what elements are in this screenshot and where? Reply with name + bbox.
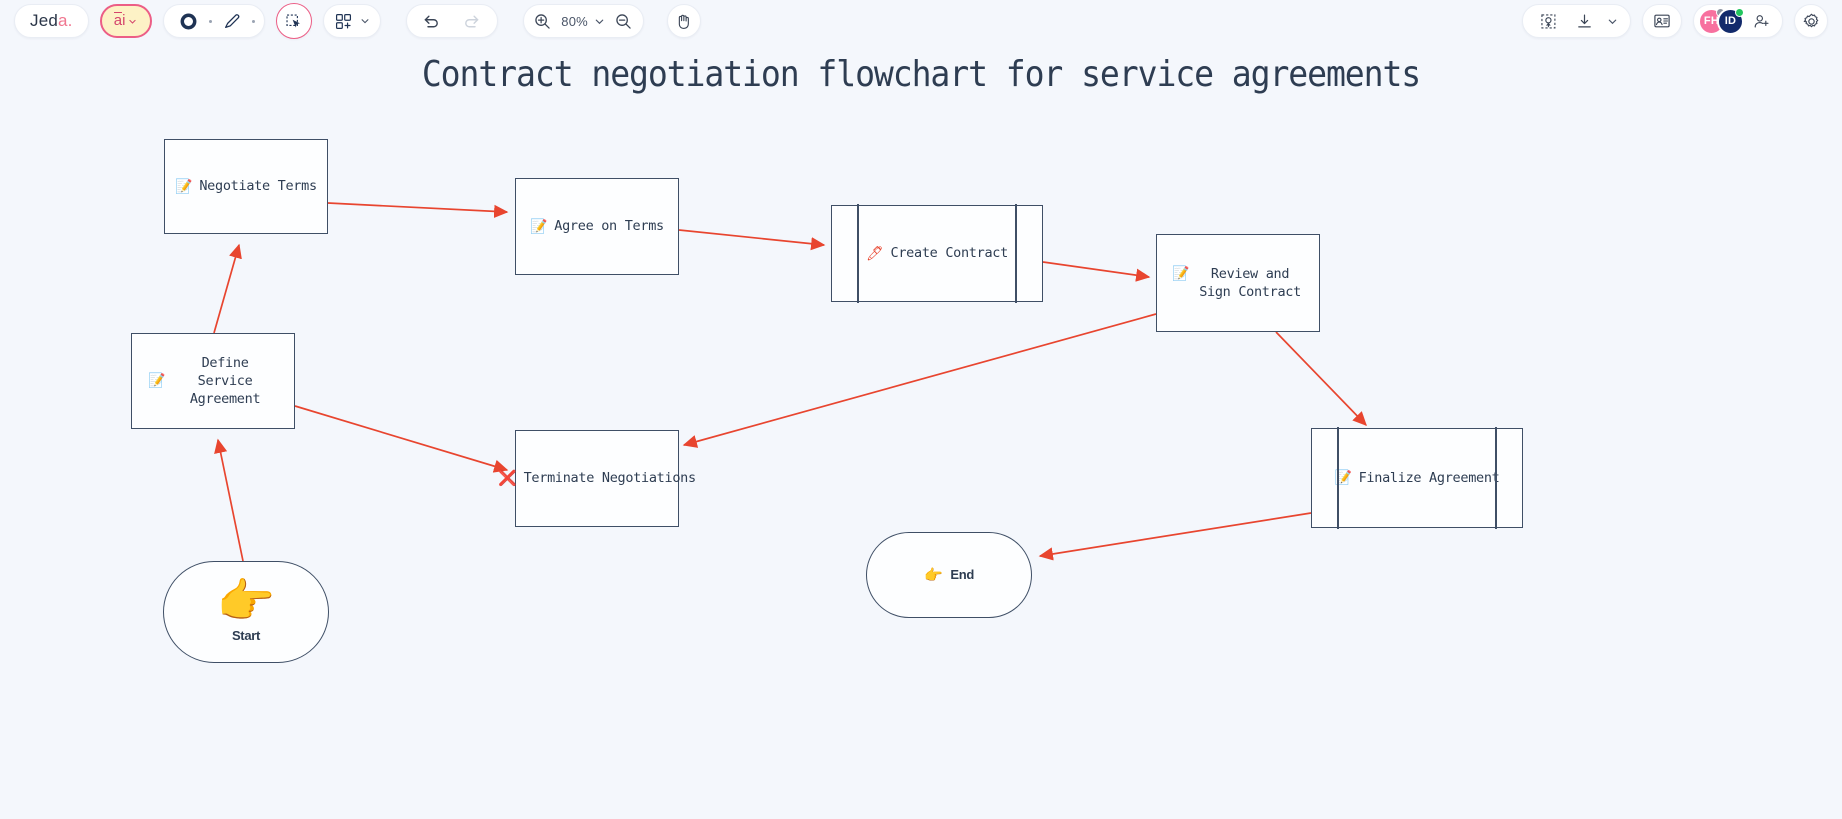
pen-nib-icon: 🖊 [866,245,884,262]
select-cursor-icon [286,13,301,28]
gear-icon [1803,13,1818,27]
undo-button[interactable] [419,4,445,38]
pointing-hand-icon: 👉 [923,565,943,584]
settings-button[interactable] [1794,4,1828,38]
add-user-button[interactable] [1748,4,1774,38]
zoom-in-icon [535,13,550,29]
tool-separator-dot-2 [251,19,255,23]
export-group [1522,4,1631,38]
edge-define-negotiate [213,243,242,334]
snapshot-button[interactable] [1535,4,1561,38]
ai-label: ai [113,11,126,29]
flow-node-agree-on-terms[interactable]: 📝 Agree on Terms [515,178,679,275]
chevron-down-icon[interactable] [594,16,605,27]
flow-node-create-contract[interactable]: 🖊 Create Contract [831,204,1043,303]
hand-pan-icon [678,14,689,29]
chevron-down-icon [361,19,369,24]
edge-agree-create [678,229,826,251]
zoom-controls: 80% [522,4,644,38]
collaborators-group: FH ID [1693,4,1783,38]
templates-button[interactable] [322,4,381,38]
flow-node-review-and-sign-contract[interactable]: 📝 Review and Sign Contract [1156,234,1320,332]
tool-separator-dot [208,19,212,23]
avatar[interactable]: ID [1717,7,1744,35]
node-label: Agree on Terms [554,218,664,235]
pen-icon [224,14,239,28]
add-user-icon [1754,14,1769,28]
edge-define-terminate [294,405,509,473]
node-label: Define Service Agreement [189,354,261,408]
logo-accent: a. [58,11,73,30]
node-label: Terminate Negotiations [523,470,697,487]
grid-add-icon [335,13,351,29]
edge-start-define [214,438,244,562]
present-card-icon [1654,14,1670,28]
node-label: Negotiate Terms [199,178,317,195]
circle-shape-icon [180,13,197,29]
download-icon [1577,14,1591,27]
flow-node-start[interactable]: 👉 Start [163,561,329,663]
ai-assistant-button[interactable]: ai [99,4,152,38]
page-title: Contract negotiation flowchart for servi… [421,54,1421,95]
draw-tools-group [162,4,265,38]
node-label: Finalize Agreement [1358,469,1500,486]
zoom-out-button[interactable] [611,4,637,38]
edge-negotiate-agree [327,202,509,218]
zoom-out-icon [616,13,631,29]
zoom-level-value: 80% [561,13,588,29]
node-label: Start [231,627,261,643]
edge-review-terminate [682,313,1157,448]
flow-node-define-service-agreement[interactable]: 📝 Define Service Agreement [131,333,295,429]
avatar-initials: ID [1724,15,1737,27]
flow-node-end[interactable]: 👉 End [866,532,1032,618]
zoom-in-button[interactable] [530,4,556,38]
flow-node-terminate-negotiations[interactable]: ❌ Terminate Negotiations [498,430,696,527]
node-label: End [950,567,975,583]
shape-tool-button[interactable] [172,4,206,38]
logo-text: Jed [30,11,59,30]
select-tool-button[interactable] [275,3,312,39]
cross-mark-icon: ❌ [498,469,517,487]
flow-node-finalize-agreement[interactable]: 📝 Finalize Agreement [1311,427,1523,529]
memo-icon: 📝 [1172,265,1190,282]
edge-review-finalize [1275,331,1367,426]
edge-create-review [1042,261,1151,282]
flow-node-negotiate-terms[interactable]: 📝 Negotiate Terms [164,139,328,234]
redo-icon [465,15,479,27]
present-button[interactable] [1642,4,1682,38]
pointing-hand-icon: 👉 [216,573,276,629]
download-button[interactable] [1571,4,1597,38]
snapshot-icon [1540,13,1555,28]
node-label: Review and Sign Contract [1199,265,1301,300]
chevron-down-icon [129,19,137,24]
edge-finalize-end [1038,512,1312,561]
memo-icon: 📝 [1334,470,1352,486]
undo-icon [424,15,438,27]
pan-tool-button[interactable] [666,4,701,38]
avatar-initials: FH [1703,15,1720,27]
history-group [405,4,498,38]
memo-icon: 📝 [530,218,548,235]
memo-icon: 📝 [175,178,193,195]
redo-button[interactable] [459,4,485,38]
node-label: Create Contract [890,245,1009,262]
chevron-down-icon[interactable] [1607,16,1618,27]
status-badge [1735,7,1744,17]
pen-tool-button[interactable] [215,4,249,38]
memo-icon: 📝 [148,373,166,389]
